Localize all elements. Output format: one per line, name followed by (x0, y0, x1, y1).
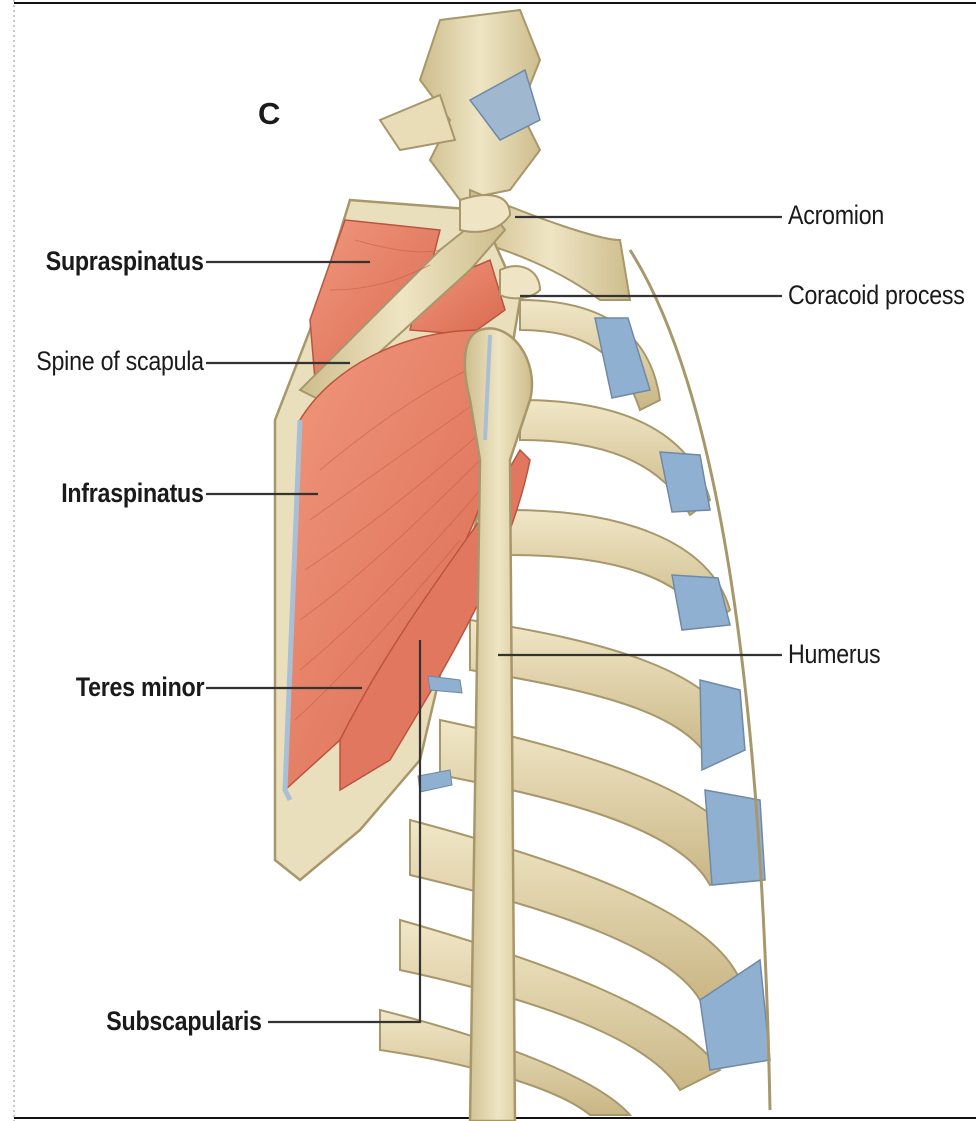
cartilage-bit-1 (428, 676, 462, 693)
label-acromion: Acromion (788, 200, 884, 231)
coracoid-bone (500, 266, 540, 298)
label-infraspinatus: Infraspinatus (62, 478, 204, 509)
label-subscapularis: Subscapularis (107, 1006, 262, 1037)
panel-letter: C (258, 96, 280, 132)
cartilage-bit-2 (418, 770, 452, 792)
label-supraspinatus: Supraspinatus (46, 246, 204, 277)
label-humerus: Humerus (788, 639, 880, 670)
vertebral-column (380, 10, 540, 200)
label-teres-minor: Teres minor (76, 672, 204, 703)
label-coracoid-process: Coracoid process (788, 280, 965, 311)
label-spine-of-scapula: Spine of scapula (36, 346, 204, 377)
